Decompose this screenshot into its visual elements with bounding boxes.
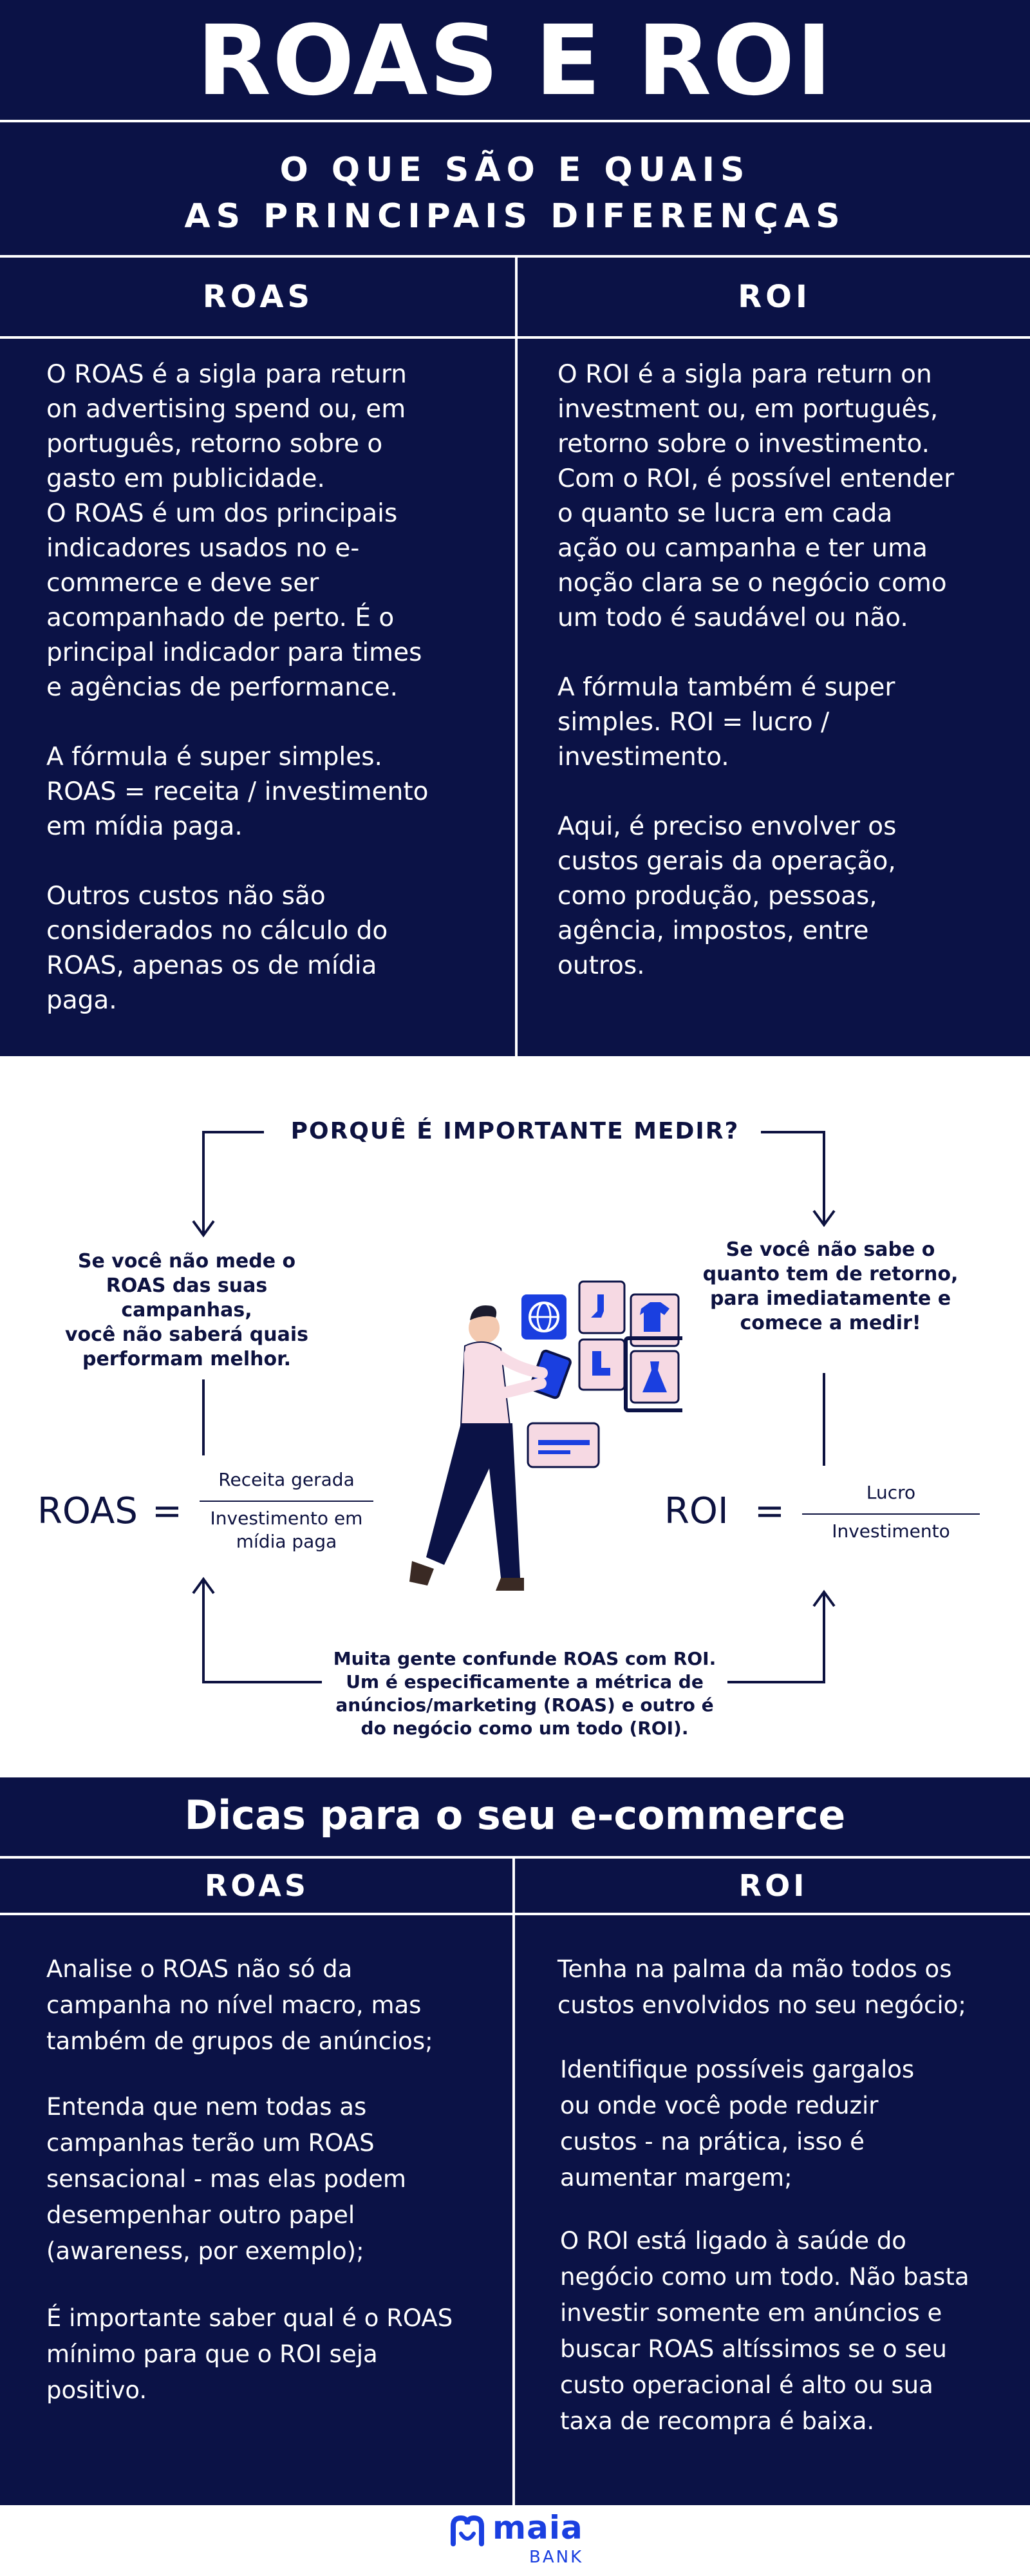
person-shopping-illustration [409, 1280, 682, 1591]
tips-roi-item: Tenha na palma da mão todos os custos en… [557, 1955, 966, 2019]
tips-roas-heading: ROAS [204, 1868, 310, 1903]
roi-fraction-line [802, 1513, 980, 1515]
divider [0, 1856, 1030, 1859]
tips-section: Dicas para o seu e-commerce ROAS ROI Ana… [0, 1777, 1030, 2505]
note-left: Se você não mede o ROAS das suas campanh… [64, 1250, 309, 1370]
tips-roi-item: Identifique possíveis gargalos ou onde v… [560, 2056, 915, 2192]
tips-roas-item: É importante saber qual é o ROAS mínimo … [46, 2304, 453, 2404]
why-measure-section: PORQUÊ É IMPORTANTE MEDIR? Se você não m… [0, 1056, 1030, 1777]
hero-section: ROAS E ROI O QUE SÃO E QUAIS AS PRINCIPA… [0, 0, 1030, 1056]
person-head [469, 1312, 500, 1343]
column-divider [515, 255, 518, 1056]
roas-heading: ROAS [202, 279, 314, 315]
tips-roas-item: Entenda que nem todas as campanhas terão… [46, 2093, 406, 2265]
column-divider [512, 1856, 515, 2505]
tips-title: Dicas para o seu e-commerce [184, 1792, 846, 1839]
subtitle: O QUE SÃO E QUAIS AS PRINCIPAIS DIFERENÇ… [184, 151, 846, 236]
roas-formula-label: ROAS [37, 1490, 138, 1532]
roi-formula-label: ROI [664, 1490, 729, 1532]
flow-arrows [192, 1131, 836, 1683]
roas-description: O ROAS é a sigla para return on advertis… [46, 360, 429, 1015]
roi-denominator: Investimento [832, 1520, 950, 1542]
roi-numerator: Lucro [866, 1482, 916, 1503]
roi-heading: ROI [738, 279, 811, 315]
roas-fraction-line [200, 1501, 373, 1502]
boot-card-icon [578, 1338, 626, 1391]
tips-roi-heading: ROI [738, 1868, 808, 1903]
main-title: ROAS E ROI [196, 5, 834, 117]
note-right: Se você não sabe o quanto tem de retorno… [702, 1238, 959, 1334]
divider [0, 120, 1030, 122]
tips-roi-item: O ROI está ligado à saúde do negócio com… [560, 2227, 969, 2435]
roas-denominator: Investimento em mídia paga [210, 1508, 363, 1552]
roas-formula-equals: = [152, 1490, 182, 1532]
why-title: PORQUÊ É IMPORTANTE MEDIR? [290, 1118, 740, 1144]
roi-formula-equals: = [754, 1490, 785, 1532]
brand-name: maia [492, 2509, 583, 2546]
footer: maia BANK [0, 2505, 1030, 2576]
brand-subtitle: BANK [529, 2548, 584, 2567]
tips-roas-item: Analise o ROAS não só da campanha no nív… [46, 1955, 433, 2055]
maia-logo-icon [451, 2515, 484, 2546]
roi-description: O ROI é a sigla para return on investmen… [557, 360, 955, 980]
note-bottom: Muita gente confunde ROAS com ROI. Um é … [333, 1648, 716, 1739]
roas-numerator: Receita gerada [218, 1469, 355, 1490]
divider [0, 1913, 1030, 1915]
